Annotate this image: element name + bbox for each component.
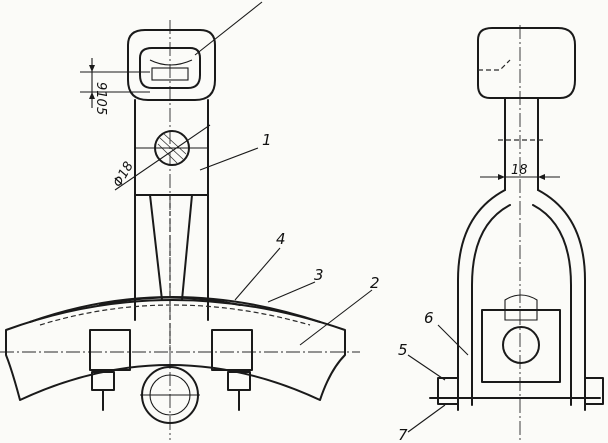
eye-detail (149, 59, 193, 66)
callout-5: 5 (398, 341, 408, 359)
dim-arrow-top (89, 65, 95, 72)
callout-5-leader (407, 354, 446, 381)
side-clamp-top (504, 294, 538, 321)
saddle-hidden (39, 304, 311, 326)
yoke-inner-right (532, 204, 572, 406)
callout-4: 4 (276, 230, 286, 248)
callout-4-leader (234, 247, 281, 301)
top-eye-inner (139, 47, 201, 89)
pin-hatch (157, 133, 187, 165)
callout-7-leader (407, 404, 446, 433)
callout-6-leader (437, 324, 469, 356)
dia-leader (114, 124, 211, 191)
side-left-nut (437, 377, 459, 405)
side-view: 18 6 5 7 (398, 25, 604, 443)
callout-3-leader (267, 281, 316, 303)
side-head (477, 27, 576, 99)
side-conductor (502, 326, 540, 364)
yoke-inner-left (471, 204, 511, 406)
callout-3: 3 (314, 266, 324, 284)
left-keeper (89, 329, 131, 371)
arm-left (149, 194, 163, 301)
eye-leader (194, 1, 263, 56)
side-right-nut (584, 377, 604, 405)
dim-arrow-bottom (89, 92, 95, 99)
callout-1: 1 (262, 131, 272, 149)
dim-vertical-label: 9105 (93, 82, 108, 115)
dia-label: Φ18 (110, 159, 136, 190)
front-view: 9105 Φ18 1 (0, 1, 380, 440)
side-head-hidden (478, 59, 511, 71)
callout-1-leader (199, 147, 259, 171)
callout-2-leader (299, 289, 373, 346)
eye-slot (151, 67, 189, 81)
top-eye-outer (127, 29, 216, 101)
saddle-cap (99, 296, 241, 306)
width-label: 18 (511, 163, 528, 178)
side-clamp-box (481, 309, 561, 383)
width-arrow-left (498, 174, 505, 180)
yoke-outer-right (537, 189, 586, 411)
saddle-body (5, 299, 346, 401)
right-keeper (211, 329, 253, 371)
callout-6: 6 (424, 309, 434, 327)
callout-7: 7 (398, 426, 408, 443)
callout-2: 2 (370, 274, 380, 292)
width-arrow-right (538, 174, 545, 180)
yoke-outer-left (457, 189, 506, 411)
arm-right (181, 194, 193, 301)
